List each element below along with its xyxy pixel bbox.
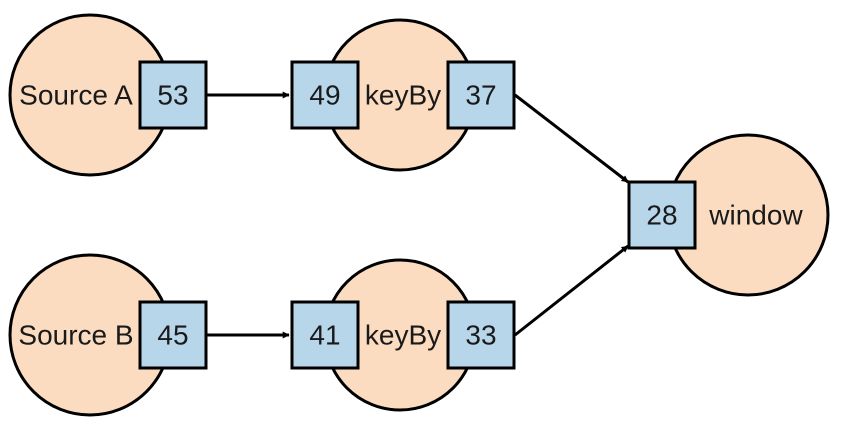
- source-a-out-value: 53: [157, 80, 188, 111]
- keyby-a-out-value: 37: [465, 80, 496, 111]
- keyby-a-in-box: [290, 60, 360, 130]
- keyby-b-in-value: 41: [309, 320, 340, 351]
- window-in-box: [627, 180, 697, 250]
- window-in-value: 28: [646, 200, 677, 231]
- source-b-label: Source B: [18, 320, 133, 351]
- window-label: window: [708, 200, 803, 231]
- source-a-out-box: [138, 60, 208, 130]
- source-a-label: Source A: [19, 80, 133, 111]
- keyby-b-in-box: [290, 300, 360, 370]
- keyby-b-out-box: [446, 300, 516, 370]
- keyby-b-out-value: 33: [465, 320, 496, 351]
- keyby-a-in-value: 49: [309, 80, 340, 111]
- keyby-b-label: keyBy: [365, 320, 441, 351]
- source-b-out-value: 45: [157, 320, 188, 351]
- edge-keyby-b-to-window: [514, 244, 629, 337]
- source-b-out-box: [138, 300, 208, 370]
- keyby-a-out-box: [446, 60, 516, 130]
- edge-keyby-a-to-window: [514, 93, 629, 184]
- keyby-a-label: keyBy: [365, 80, 441, 111]
